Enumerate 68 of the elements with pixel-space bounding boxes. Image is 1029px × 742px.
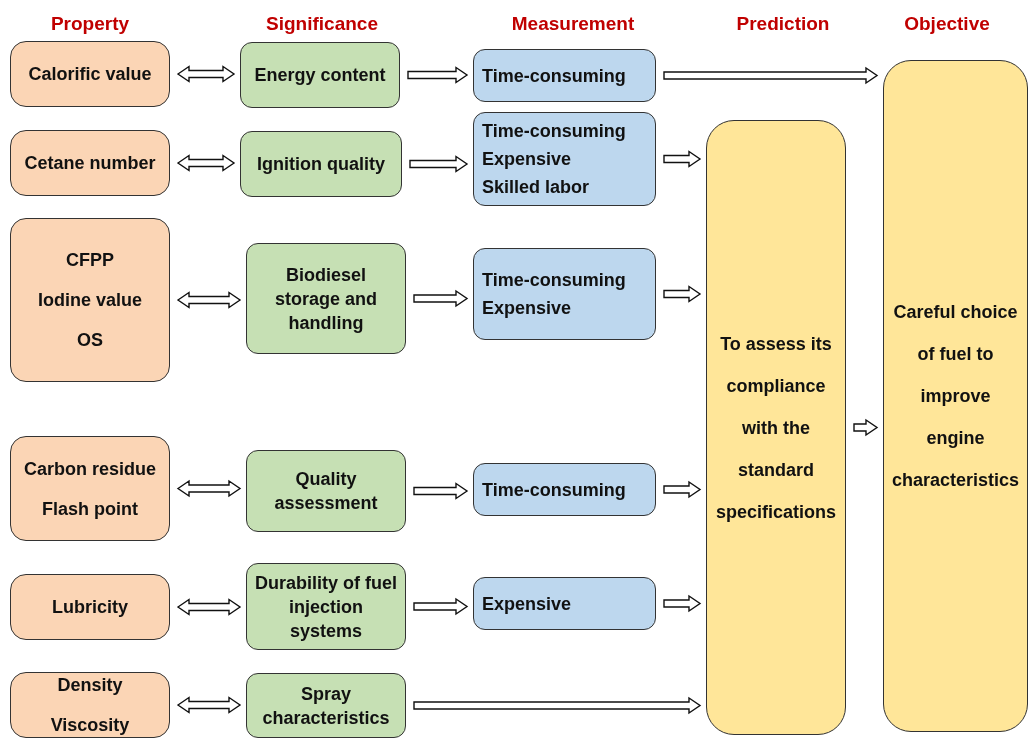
property-box xyxy=(10,130,170,196)
box-text: Durability of fuel injection systems xyxy=(254,571,398,643)
box-text: Flash point xyxy=(42,497,138,521)
block-arrow xyxy=(407,66,469,84)
block-arrow xyxy=(663,594,702,613)
measurement-box xyxy=(473,577,656,630)
box-text: CFPP xyxy=(66,249,114,272)
block-arrow xyxy=(663,285,702,303)
box-text: To assess its compliance with the standard specifications xyxy=(715,332,836,524)
prediction-box xyxy=(706,120,846,735)
box-text: Expensive xyxy=(482,592,572,616)
block-arrow xyxy=(409,155,469,173)
box-text: Skilled labor xyxy=(482,176,590,199)
block-arrow xyxy=(413,289,469,308)
measurement-box xyxy=(473,49,656,102)
block-arrow xyxy=(663,480,702,499)
property-box xyxy=(10,672,170,738)
measurement-box xyxy=(473,463,656,516)
measurement-box xyxy=(473,112,656,206)
block-arrow xyxy=(663,66,879,85)
block-arrow xyxy=(176,598,242,616)
significance-box xyxy=(240,42,400,108)
property-box xyxy=(10,574,170,640)
measurement-box xyxy=(473,248,656,340)
significance-box xyxy=(246,243,406,354)
box-text: Expensive xyxy=(482,297,572,320)
box-text: Time-consuming xyxy=(482,478,626,502)
objective-box xyxy=(883,60,1028,732)
box-text: Lubricity xyxy=(52,596,128,619)
block-arrow xyxy=(663,150,702,168)
box-text: Energy content xyxy=(254,64,386,87)
box-text: Ignition quality xyxy=(257,153,385,176)
property-box xyxy=(10,218,170,382)
box-text: Time-consuming xyxy=(482,64,626,88)
column-heading: Prediction xyxy=(736,12,830,36)
significance-box xyxy=(240,131,402,197)
block-arrow xyxy=(176,291,242,309)
block-arrow xyxy=(413,696,702,715)
box-text: Spray characteristics xyxy=(261,682,391,730)
property-box xyxy=(10,41,170,107)
block-arrow xyxy=(176,65,236,83)
box-text: Density xyxy=(57,674,123,697)
property-box xyxy=(10,436,170,541)
column-heading: Property xyxy=(50,12,130,36)
box-text: Cetane number xyxy=(24,152,156,175)
block-arrow xyxy=(176,696,242,714)
block-arrow xyxy=(413,597,469,616)
significance-box xyxy=(246,563,406,650)
significance-box xyxy=(246,450,406,532)
box-text: Time-consuming xyxy=(482,120,626,143)
column-heading: Objective xyxy=(904,12,990,36)
box-text: Biodiesel storage and handling xyxy=(274,263,378,335)
block-arrow xyxy=(413,482,469,500)
box-text: Viscosity xyxy=(50,714,130,737)
box-text: Carbon residue xyxy=(24,457,156,481)
significance-box xyxy=(246,673,406,738)
column-heading: Measurement xyxy=(511,12,635,36)
box-text: Iodine value xyxy=(38,289,142,312)
block-arrow xyxy=(853,418,879,437)
box-text: Time-consuming xyxy=(482,269,626,292)
box-text: Expensive xyxy=(482,148,572,171)
box-text: OS xyxy=(77,329,103,352)
column-heading: Significance xyxy=(266,12,378,36)
block-arrow xyxy=(176,479,242,498)
box-text: Calorific value xyxy=(28,63,152,86)
box-text: Careful choice of fuel to improve engine characteristics xyxy=(891,301,1020,492)
box-text: Quality assessment xyxy=(273,468,379,515)
block-arrow xyxy=(176,154,236,172)
